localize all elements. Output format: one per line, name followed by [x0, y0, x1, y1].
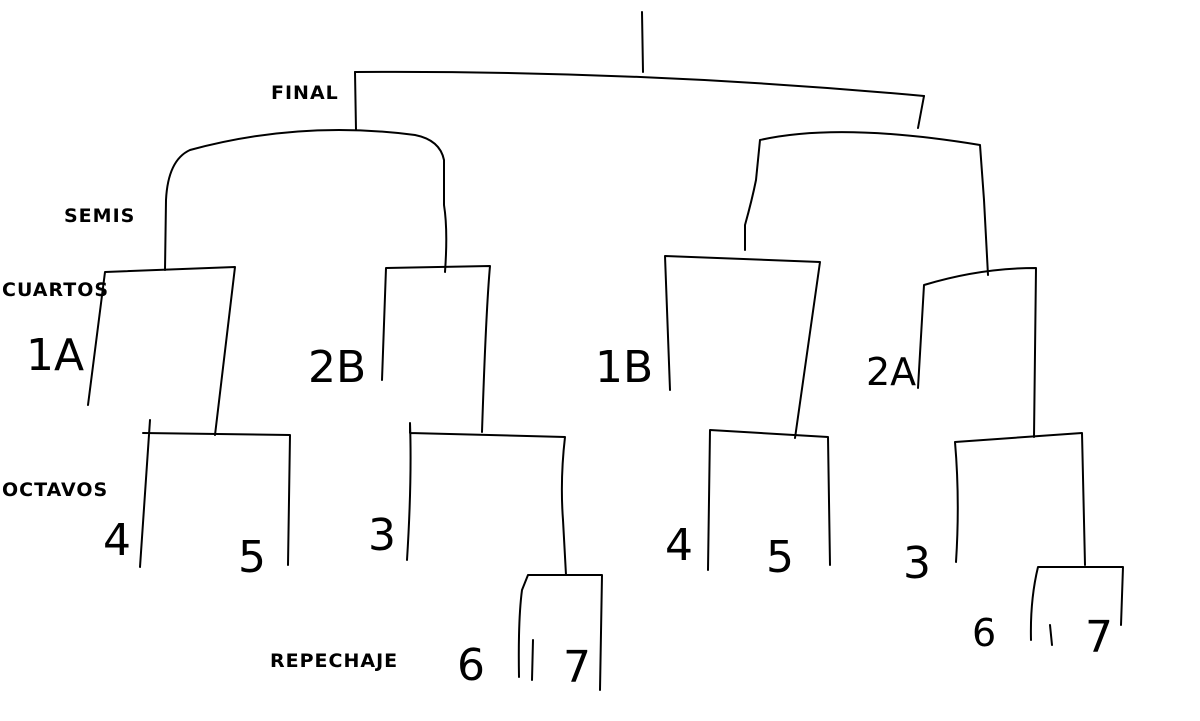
seed-quarter-4: 2A — [866, 350, 916, 394]
final-left-drop — [354, 71, 357, 131]
octavo-2-bracket — [406, 422, 567, 576]
seed-octavo-4-left: 3 — [903, 538, 931, 589]
quarter-4-bracket — [917, 267, 1037, 438]
seed-quarter-1: 1A — [26, 330, 84, 381]
octavo-3-bracket — [707, 429, 831, 571]
octavo-4-bracket — [954, 432, 1086, 566]
quarter-1-bracket — [87, 266, 236, 436]
semi-left-arc — [164, 129, 448, 273]
repechaje-1-bracket — [517, 574, 603, 691]
quarter-3-bracket — [664, 255, 821, 439]
champion-stem — [641, 11, 644, 73]
seed-repechaje-2-right: 7 — [1085, 612, 1113, 663]
seed-octavo-2-left: 3 — [368, 510, 396, 561]
round-label-repechaje: REPECHAJE — [270, 650, 399, 672]
repechaje-2-bracket — [1029, 566, 1124, 646]
seed-repechaje-2-left: 6 — [972, 611, 996, 655]
seed-quarter-2: 2B — [308, 342, 366, 393]
final-right-drop — [917, 95, 925, 129]
seed-octavo-1-right: 5 — [238, 532, 266, 583]
seed-quarter-3: 1B — [595, 342, 653, 393]
final-bar — [354, 70, 925, 97]
round-label-semis: SEMIS — [64, 205, 136, 227]
seed-octavo-3-right: 5 — [766, 532, 794, 583]
seed-repechaje-1-left: 6 — [457, 640, 485, 691]
seed-octavo-3-left: 4 — [665, 520, 693, 571]
round-label-final: FINAL — [271, 82, 339, 104]
round-label-octavos: OCTAVOS — [2, 479, 109, 501]
seed-octavo-1-left: 4 — [103, 515, 131, 566]
quarter-2-bracket — [381, 265, 491, 433]
round-label-cuartos: CUARTOS — [2, 279, 110, 301]
octavo-1-bracket — [139, 419, 291, 568]
seed-repechaje-1-right: 7 — [563, 642, 591, 693]
semi-right-arc — [744, 131, 989, 276]
